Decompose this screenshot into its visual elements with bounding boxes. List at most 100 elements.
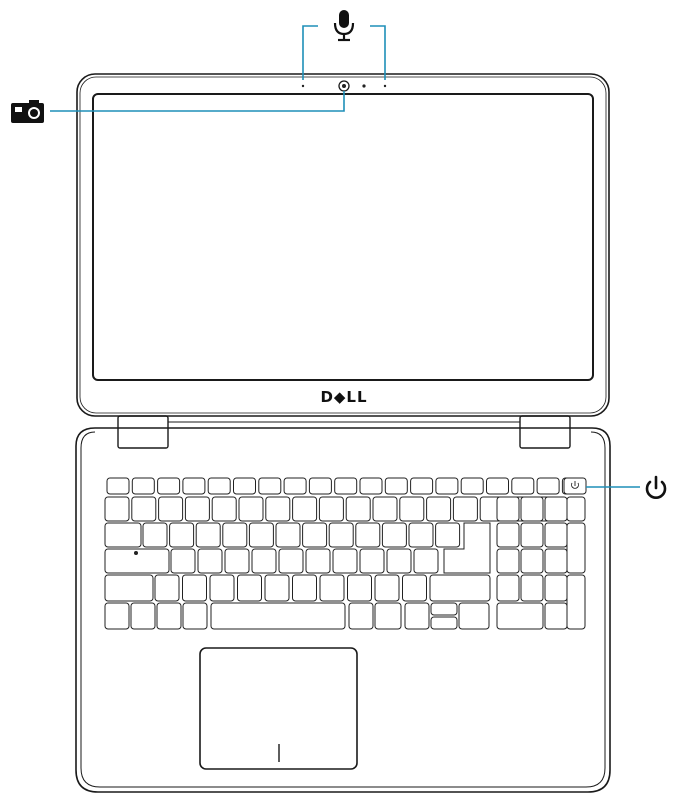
keyboard-key [460,477,484,495]
keyboard-key [104,522,142,548]
keyboard-key [142,522,168,548]
keyboard-key [328,522,354,548]
left-shift-key [104,574,154,602]
power-callout [586,475,667,499]
keyboard-key [292,574,317,602]
keyboard-key [430,616,458,630]
touchpad [199,647,358,770]
dell-logo: D◆LL [320,388,367,406]
microphone-icon [333,10,355,42]
keyboard-key [265,496,291,522]
keyboard-key [372,496,398,522]
keyboard-key [496,602,544,630]
keyboard-key [318,496,344,522]
keyboard-key [413,548,439,574]
keyboard-key [511,477,535,495]
caps-lock-key [104,548,170,574]
keyboard-key [359,548,385,574]
keyboard-key [496,548,520,574]
keyboard-key [308,477,332,495]
keyboard-key [435,522,461,548]
right-shift-key [429,574,491,602]
keyboard-key [386,548,412,574]
keyboard-key [458,602,490,630]
keyboard-key [452,496,478,522]
keyboard-key [264,574,290,602]
keyboard-key [404,602,430,630]
keyboard-key [384,477,408,495]
keyboard-key [345,496,371,522]
keyboard-key [237,574,262,602]
keyboard-key [170,548,196,574]
keyboard-key [381,522,407,548]
keyboard-key [544,574,568,602]
keyboard-key [209,574,235,602]
keyboard-key [435,477,459,495]
caps-lock-light [134,551,138,555]
keyboard-key [106,477,130,495]
keyboard-key [305,548,331,574]
keyboard-key [251,548,277,574]
display-screen [92,93,594,381]
keyboard-key [197,548,223,574]
keyboard-key [169,522,195,548]
keyboard-key [486,477,509,495]
keyboard-key [426,496,452,522]
keyboard-key [334,477,358,495]
keyboard-key [319,574,345,602]
keyboard-key [222,522,248,548]
spacebar-key [210,602,346,630]
left-microphone [301,84,305,88]
keyboard-key [131,477,155,495]
keyboard-key [520,574,544,602]
keyboard-key [536,477,560,495]
keyboard-key [182,477,206,495]
keyboard-key [496,496,520,522]
keyboard-key [154,574,180,602]
enter-key [443,522,491,574]
keyboard-key [182,574,207,602]
keyboard-key [332,548,358,574]
keyboard-key [211,496,237,522]
keyboard-key [258,477,282,495]
keyboard-key [410,477,434,495]
camera-icon [11,100,44,123]
keyboard-key [292,496,318,522]
keyboard-key [207,477,231,495]
keyboard-key [233,477,256,495]
keyboard-key [544,602,568,630]
keyboard-key [302,522,328,548]
keyboard-key [566,496,586,522]
keyboard-key [104,602,130,630]
camera-status-light [362,84,366,88]
keyboard-key [402,574,427,602]
display-lid: D◆LL [76,73,610,417]
keyboard-key [184,496,210,522]
keyboard-key [104,496,130,522]
keyboard-key [566,574,586,630]
keyboard-key [520,522,544,548]
keyboard-key [156,602,182,630]
keyboard-key [399,496,425,522]
keyboard-key [430,602,458,616]
keyboard-key [355,522,381,548]
keyboard-key [157,477,181,495]
keyboard-key [408,522,434,548]
microphone-callout [302,10,386,80]
keyboard-key [359,477,383,495]
keyboard-key [348,602,374,630]
keyboard-key [496,522,520,548]
power-icon [645,475,667,499]
laptop-base [75,427,611,793]
keyboard-key [544,548,568,574]
keyboard-key [238,496,264,522]
keyboard-key [131,496,157,522]
power-button-icon [571,481,579,489]
left-hinge [117,415,169,449]
keyboard-key [520,548,544,574]
keyboard-key [248,522,274,548]
keyboard-key [182,602,208,630]
right-hinge [519,415,571,449]
keyboard [104,477,587,630]
keyboard-key [278,548,304,574]
